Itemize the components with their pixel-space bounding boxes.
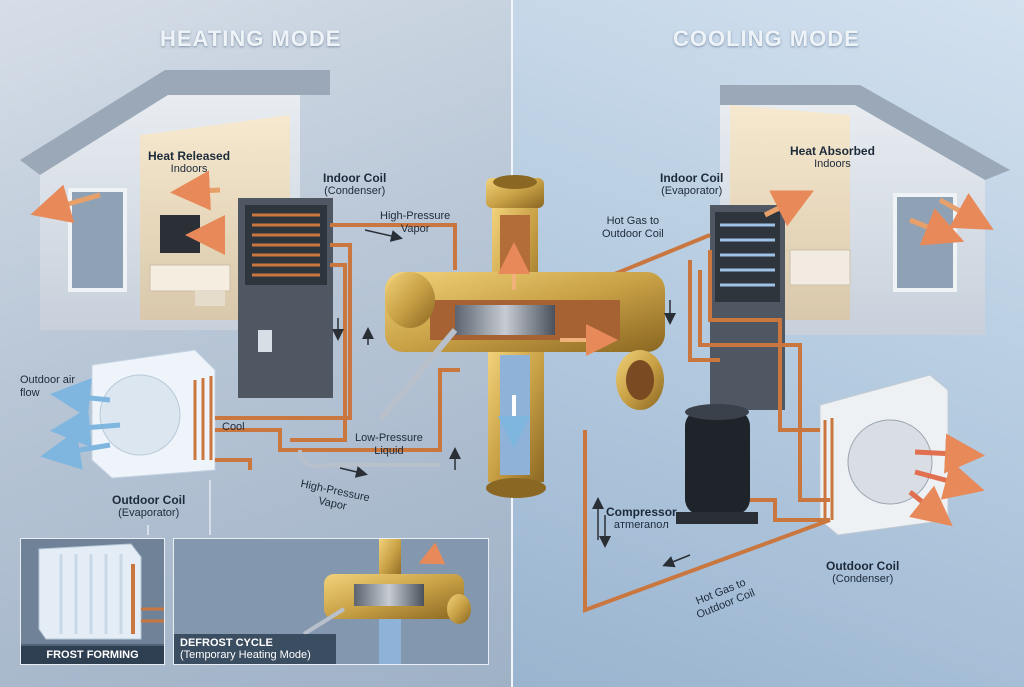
high-pressure-vapor-top-label: High-Pressure Vapor bbox=[380, 210, 451, 235]
left-silver-pipe bbox=[298, 449, 440, 468]
frost-coil-illustration bbox=[21, 539, 164, 644]
indoor-coil-condenser-label: Indoor Coil (Condenser) bbox=[323, 171, 387, 198]
left-indoor-unit bbox=[238, 198, 333, 398]
right-flow-arrows bbox=[592, 190, 994, 568]
indoor-coil-evaporator-label: Indoor Coil (Evaporator) bbox=[660, 171, 724, 198]
compressor-label: Compressor aтmeranoл bbox=[606, 505, 677, 532]
outdoor-coil-condenser-label: Outdoor Coil (Condenser) bbox=[826, 559, 900, 586]
left-house bbox=[20, 70, 330, 330]
reversing-valve bbox=[377, 175, 665, 498]
right-copper-pipes bbox=[583, 233, 831, 613]
frost-forming-title: FROST FORMING bbox=[46, 649, 139, 661]
callout-lines bbox=[147, 480, 211, 535]
left-copper-pipes bbox=[215, 223, 460, 470]
cooling-mode-title: COOLING MODE bbox=[673, 26, 860, 51]
compressor-unit bbox=[676, 404, 758, 524]
cool-label: Cool bbox=[222, 421, 245, 433]
low-pressure-liquid-label: Low-Pressure Liquid bbox=[355, 432, 423, 457]
defrost-cycle-inset: DEFROST CYCLE (Temporary Heating Mode) bbox=[173, 538, 489, 665]
right-indoor-unit bbox=[710, 205, 785, 410]
left-flow-arrows bbox=[30, 170, 461, 478]
left-outdoor-unit bbox=[91, 349, 216, 479]
defrost-cycle-title: DEFROST CYCLE bbox=[180, 637, 273, 649]
outdoor-air-flow-label: Outdoor air flow bbox=[20, 374, 76, 399]
outdoor-coil-evaporator-label: Outdoor Coil (Evaporator) bbox=[112, 493, 186, 520]
defrost-cycle-subtitle: (Temporary Heating Mode) bbox=[180, 649, 311, 661]
heating-mode-title: HEATING MODE bbox=[160, 26, 342, 51]
heat-released-label: Heat Released Indoors bbox=[148, 149, 231, 176]
frost-forming-inset: FROST FORMING bbox=[20, 538, 165, 665]
hot-gas-top-label: Hot Gas to Outdoor Coil bbox=[602, 215, 664, 240]
heat-absorbed-label: Heat Absorbed Indoors bbox=[790, 144, 875, 171]
